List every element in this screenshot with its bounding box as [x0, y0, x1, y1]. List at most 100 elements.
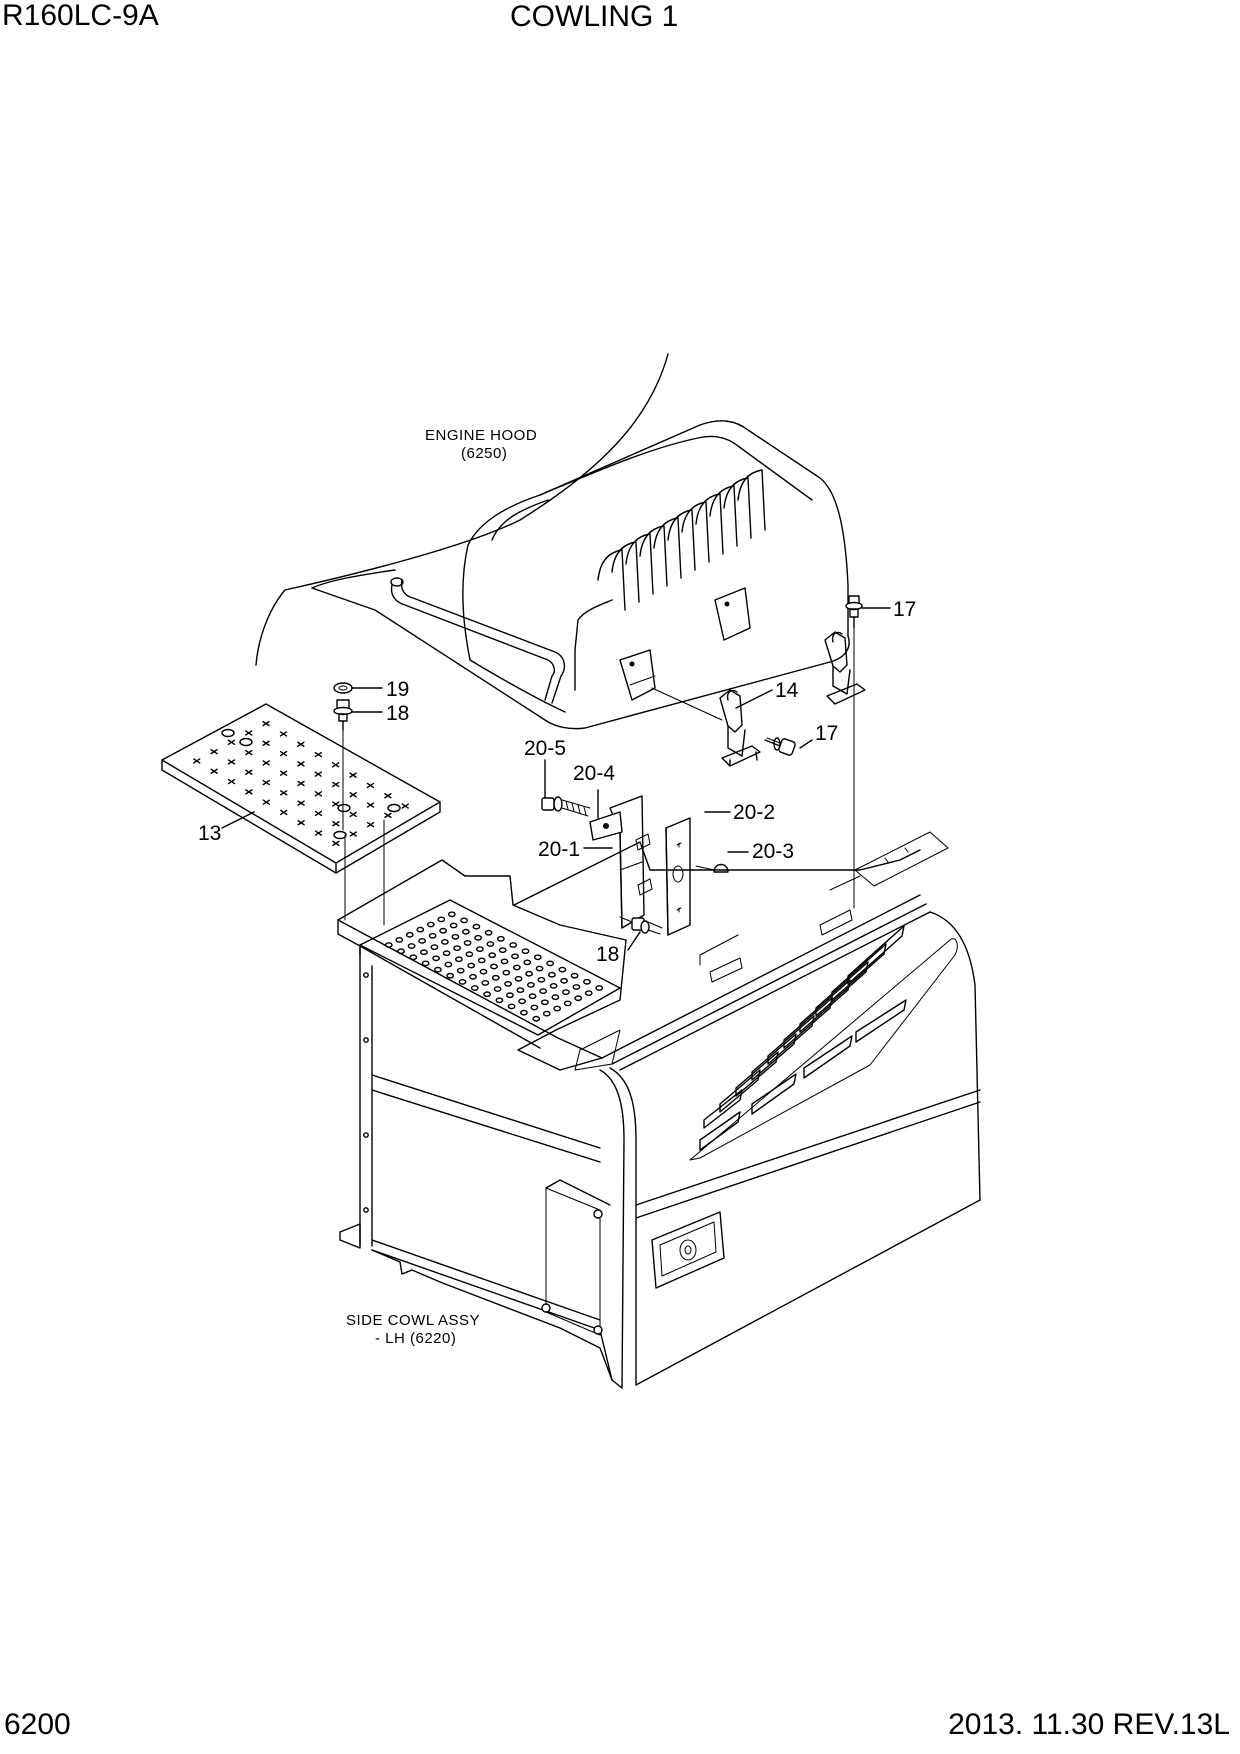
step-hole — [512, 964, 521, 971]
step-hole — [570, 972, 579, 979]
plate-hole — [349, 811, 357, 818]
step-hole — [511, 953, 519, 960]
step-hole — [583, 978, 591, 985]
step-hole — [472, 923, 481, 930]
step-hole — [467, 962, 476, 969]
plate-hole — [193, 758, 201, 764]
bolt-17-top — [845, 595, 863, 629]
plate-hole — [279, 790, 288, 796]
step-hole — [548, 971, 556, 978]
plate-hole — [245, 730, 253, 736]
step-hole — [421, 960, 430, 967]
callout-19: 19 — [386, 678, 409, 701]
bolt-18-top — [333, 699, 353, 731]
model-name: R160LC-9A — [2, 0, 159, 32]
step-hole — [560, 977, 568, 984]
bolt-20-5 — [541, 796, 591, 817]
page-number: 6200 — [4, 1708, 71, 1741]
plate-hole — [262, 799, 271, 805]
plate-hole — [210, 768, 218, 774]
step-hole — [502, 969, 511, 976]
plate-hole — [279, 750, 288, 757]
plate-hole — [227, 778, 236, 785]
plate-hole — [332, 840, 340, 847]
step-hole — [520, 1009, 528, 1016]
plate-hole — [401, 803, 409, 809]
step-hole — [418, 938, 426, 944]
step-hole — [574, 995, 583, 1002]
step-hole — [460, 917, 468, 924]
plate-hole — [279, 770, 288, 776]
step-hole — [541, 999, 549, 1006]
step-hole — [493, 986, 502, 992]
step-hole — [430, 944, 439, 950]
step-hole — [384, 942, 393, 948]
step-hole — [433, 966, 442, 973]
step-hole — [505, 992, 514, 999]
plate-hole — [297, 741, 305, 747]
step-hole — [537, 976, 546, 983]
step-hole — [481, 980, 490, 986]
step-hole — [409, 954, 418, 961]
step-hole — [530, 1004, 539, 1011]
step-hole — [546, 960, 554, 967]
step-hole — [419, 949, 428, 956]
rivet-20-3 — [695, 863, 729, 873]
step-hole — [496, 935, 505, 942]
step-hole — [498, 947, 507, 953]
plate-hole — [384, 793, 392, 799]
step-hole — [484, 929, 493, 936]
step-hole — [458, 979, 467, 985]
step-hole — [553, 1005, 562, 1012]
step-hole — [495, 997, 504, 1004]
plate-hole — [297, 820, 305, 826]
step-hole — [491, 974, 500, 981]
step-hole — [432, 955, 440, 962]
step-hole — [479, 968, 488, 975]
plate-20-2 — [665, 817, 691, 936]
step-hole — [562, 989, 570, 995]
step-hole — [504, 981, 512, 987]
plate-hole — [280, 809, 288, 816]
step-hole — [428, 932, 437, 939]
step-hole — [426, 921, 435, 928]
step-hole — [528, 993, 537, 1000]
plate-13 — [161, 703, 441, 874]
step-hole — [407, 943, 416, 949]
plate-hole — [366, 782, 375, 789]
step-hole — [595, 985, 604, 991]
step-hole — [486, 941, 495, 947]
step-hole — [507, 1003, 516, 1010]
plate-hole — [297, 780, 305, 787]
step-hole — [437, 916, 446, 923]
side-cowl-assy — [337, 627, 981, 1389]
callout-20-4: 20-4 — [573, 762, 615, 785]
step-hole — [465, 951, 474, 958]
step-hole — [539, 988, 547, 994]
callout-20-5: 20-5 — [524, 737, 566, 760]
plate-hole — [227, 739, 236, 745]
step-hole — [542, 1010, 551, 1017]
step-hole — [532, 1015, 541, 1022]
callout-18-bottom: 18 — [596, 943, 619, 966]
plate-hole — [331, 762, 340, 768]
step-hole — [572, 984, 581, 990]
step-hole — [451, 933, 460, 940]
step-hole — [469, 973, 477, 980]
plate-hole — [314, 810, 323, 817]
step-hole — [514, 975, 523, 982]
engine-hood — [255, 353, 850, 730]
callout-17-top: 17 — [893, 598, 916, 621]
latch-assembly — [651, 631, 866, 767]
step-hole — [453, 945, 461, 951]
page-title: COWLING 1 — [510, 0, 679, 33]
plate-hole — [262, 779, 270, 786]
step-hole — [461, 928, 470, 935]
step-hole — [405, 931, 414, 938]
plate-hole — [384, 812, 392, 819]
step-hole — [440, 939, 449, 945]
plate-hole — [227, 759, 236, 765]
plate-hole — [314, 791, 323, 797]
step-hole — [549, 983, 558, 989]
